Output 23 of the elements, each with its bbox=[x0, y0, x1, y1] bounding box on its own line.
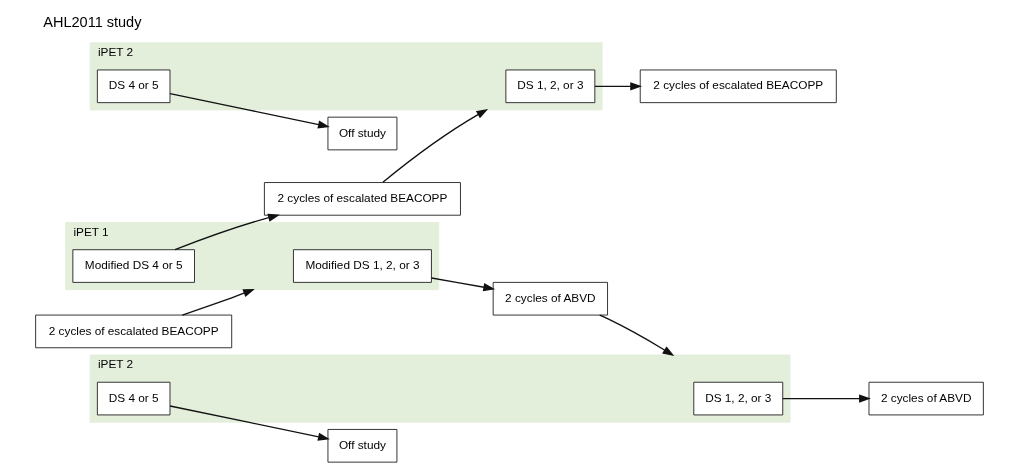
arrow bbox=[593, 82, 642, 91]
node-box: Modified DS 4 or 5 bbox=[71, 249, 195, 283]
arrow bbox=[781, 394, 871, 403]
node-box: Off study bbox=[327, 116, 397, 151]
node-box: Off study bbox=[327, 429, 397, 463]
arrow bbox=[598, 314, 674, 357]
node-box: DS 1, 2, or 3 bbox=[692, 381, 783, 416]
arrow bbox=[381, 108, 488, 183]
arrow bbox=[181, 288, 255, 316]
node-box: 2 cycles of escalated BEACOPP bbox=[34, 314, 232, 349]
node-box: 2 cycles of ABVD bbox=[492, 281, 608, 316]
node-box: DS 1, 2, or 3 bbox=[504, 69, 595, 104]
node-box: 2 cycles of escalated BEACOPP bbox=[263, 182, 461, 216]
arrow bbox=[168, 405, 330, 441]
diagram-title: AHL2011 study bbox=[42, 14, 141, 31]
node-box: Modified DS 1, 2, or 3 bbox=[292, 249, 432, 283]
arrow bbox=[430, 277, 495, 292]
node-box: DS 4 or 5 bbox=[96, 381, 170, 416]
node-box: 2 cycles of escalated BEACOPP bbox=[639, 69, 837, 104]
node-box: DS 4 or 5 bbox=[96, 69, 170, 104]
node-box: 2 cycles of ABVD bbox=[868, 381, 984, 416]
arrow bbox=[173, 213, 280, 251]
arrow bbox=[168, 93, 330, 129]
